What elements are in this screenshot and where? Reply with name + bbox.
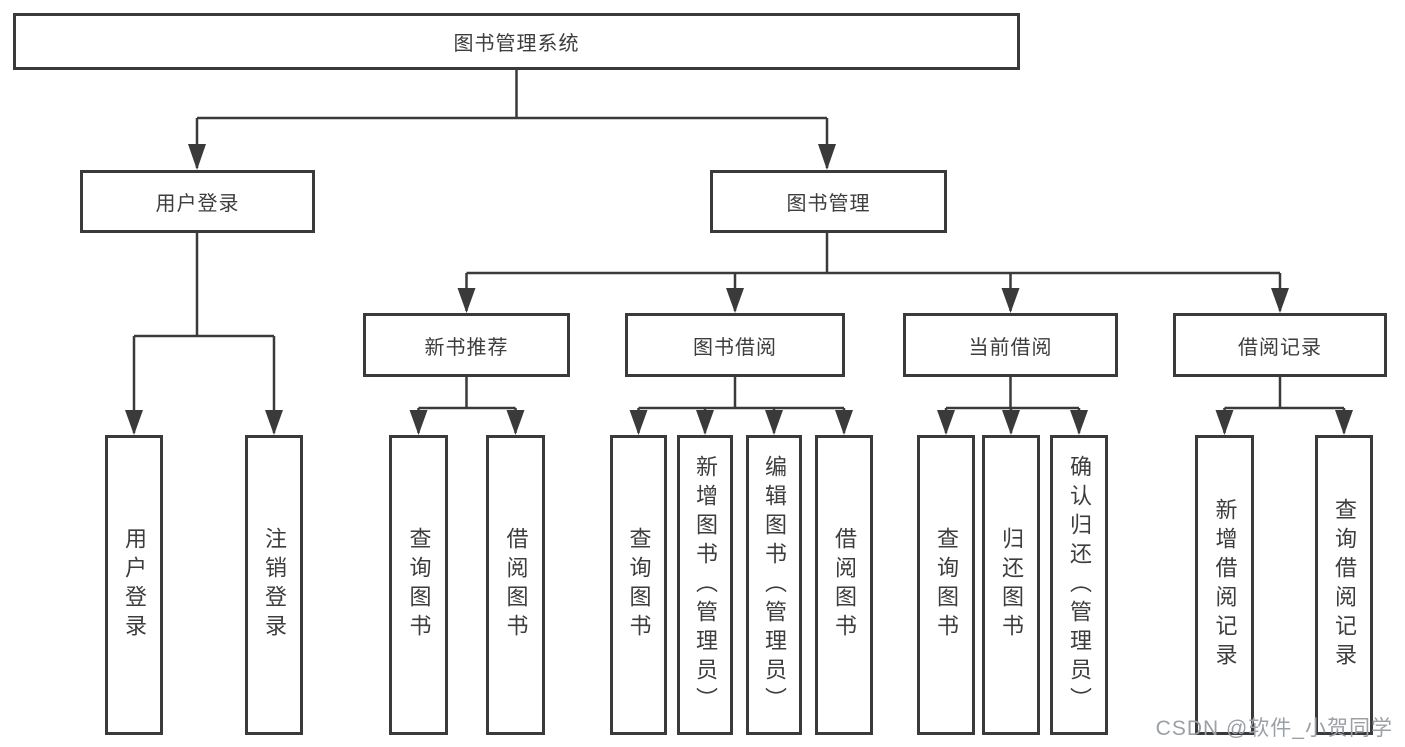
arrowhead xyxy=(937,410,955,435)
node-label: 用户登录 xyxy=(155,193,240,215)
leaf-add-borrow-record: 新增借阅记录 xyxy=(1195,435,1254,735)
leaf-return-books: 归还图书 xyxy=(982,435,1040,735)
arrowhead xyxy=(1002,410,1020,435)
arrowhead xyxy=(188,144,206,170)
node-label: 新增借阅记录 xyxy=(1212,498,1238,672)
arrowhead xyxy=(1271,288,1289,313)
leaf-query-books-current: 查询图书 xyxy=(917,435,975,735)
node-current-borrow: 当前借阅 xyxy=(903,313,1118,377)
arrowhead xyxy=(835,410,853,435)
node-label: 借阅图书 xyxy=(832,527,857,643)
node-label: 用户登录 xyxy=(122,527,147,643)
connector-root xyxy=(195,70,829,168)
node-book-management: 图书管理 xyxy=(710,170,947,233)
node-label: 查询借阅记录 xyxy=(1332,498,1357,672)
arrowhead xyxy=(1001,288,1020,313)
node-label: 新书推荐 xyxy=(424,336,509,359)
arrowhead xyxy=(818,144,836,170)
node-label: 图书借阅 xyxy=(693,336,777,359)
node-label: 查询图书 xyxy=(626,527,652,643)
arrowhead xyxy=(1070,410,1088,435)
arrowhead xyxy=(457,288,476,313)
arrowhead xyxy=(629,410,648,435)
node-label: 确认归还（管理员） xyxy=(1067,454,1092,716)
node-label: 查询图书 xyxy=(934,527,959,643)
arrowhead xyxy=(409,410,428,435)
arrowhead xyxy=(125,410,143,435)
leaf-add-books-admin: 新增图书（管理员） xyxy=(677,435,733,735)
leaf-query-books-recommend: 查询图书 xyxy=(389,435,448,735)
arrowhead xyxy=(1335,410,1353,435)
leaf-logout: 注销登录 xyxy=(245,435,303,735)
node-label: 借阅图书 xyxy=(503,527,529,643)
leaf-query-borrow-record: 查询借阅记录 xyxy=(1315,435,1373,735)
connector-book-management xyxy=(465,233,1282,311)
arrowhead xyxy=(696,410,714,435)
arrowheads xyxy=(125,144,1353,435)
connector-book-borrow xyxy=(637,377,846,433)
node-label: 注销登录 xyxy=(262,527,287,643)
arrowhead xyxy=(726,288,744,313)
node-label: 当前借阅 xyxy=(968,336,1053,359)
node-label: 查询图书 xyxy=(406,527,432,643)
leaf-query-books-borrow: 查询图书 xyxy=(610,435,667,735)
arrowhead xyxy=(765,410,783,435)
node-label: 借阅记录 xyxy=(1238,336,1322,359)
node-label: 图书管理 xyxy=(786,193,871,215)
node-user-login: 用户登录 xyxy=(80,170,315,233)
node-book-borrow: 图书借阅 xyxy=(625,313,845,377)
node-new-book-recommend: 新书推荐 xyxy=(363,313,570,377)
connector-new-book-recommend xyxy=(417,377,517,433)
arrowhead xyxy=(1215,410,1234,435)
arrowhead xyxy=(506,410,525,435)
leaf-confirm-return-admin: 确认归还（管理员） xyxy=(1050,435,1108,735)
node-borrow-records: 借阅记录 xyxy=(1173,313,1387,377)
arrowhead xyxy=(265,410,283,435)
node-label: 归还图书 xyxy=(999,527,1024,643)
node-label: 图书管理系统 xyxy=(453,33,580,55)
csdn-watermark: CSDN @软件_小贺同学 xyxy=(1155,717,1393,740)
node-label: 编辑图书（管理员） xyxy=(762,454,787,716)
connector-borrow-records xyxy=(1223,377,1346,433)
node-root: 图书管理系统 xyxy=(13,13,1020,70)
leaf-borrow-books: 借阅图书 xyxy=(815,435,873,735)
node-label: 新增图书（管理员） xyxy=(693,454,718,716)
leaf-edit-books-admin: 编辑图书（管理员） xyxy=(746,435,802,735)
leaf-borrow-books-recommend: 借阅图书 xyxy=(486,435,545,735)
connector-user-login xyxy=(132,233,276,433)
leaf-user-login: 用户登录 xyxy=(105,435,163,735)
